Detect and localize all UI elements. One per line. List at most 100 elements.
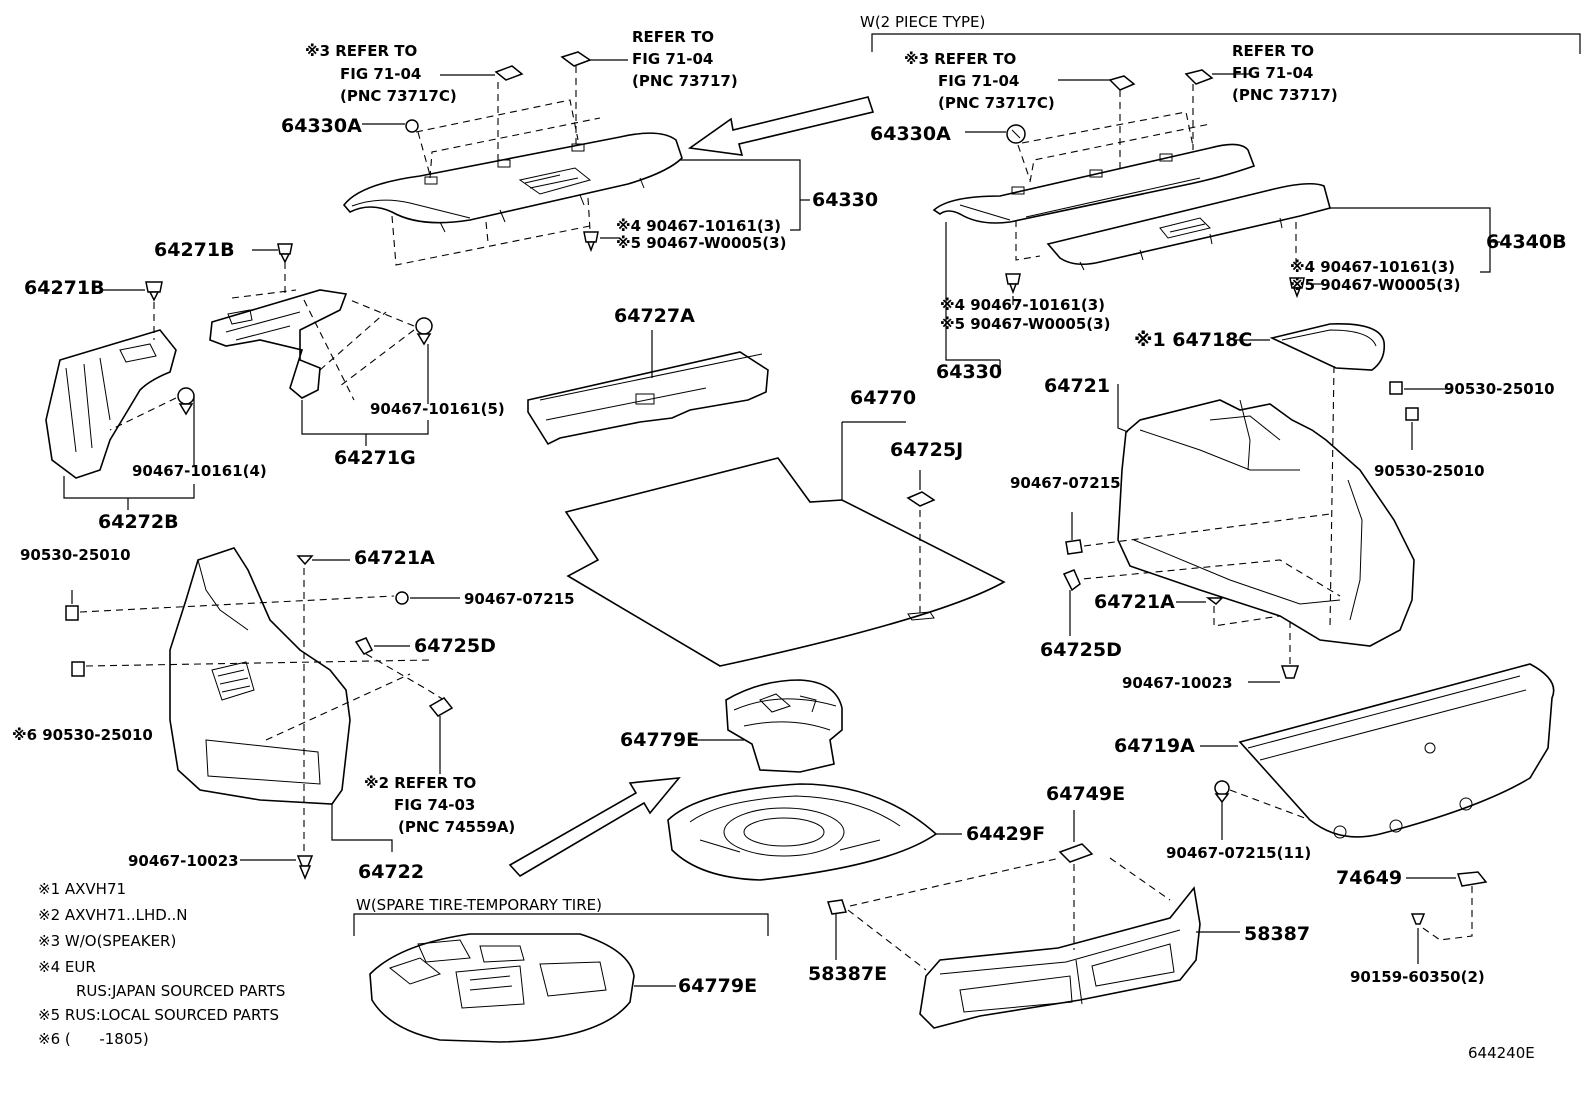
label-fig7403: FIG 74-03: [394, 796, 475, 814]
direction-arrow-upper: [687, 96, 875, 156]
label-64721: 64721: [1044, 375, 1110, 397]
part-58387-sill-plate: [919, 886, 1240, 1029]
part-64330-trim-cover-left: [342, 132, 683, 233]
label-90467-07215-right: 90467-07215: [1010, 474, 1121, 492]
label-64340B: 64340B: [1486, 231, 1567, 253]
part-64779E-spare-holder: [369, 933, 676, 1043]
clip-64271B-b: [252, 243, 293, 298]
note-3: ※3 W/O(SPEAKER): [38, 932, 176, 950]
label-90530-25010-r1: 90530-25010: [1444, 380, 1555, 398]
note-4: ※4 EUR: [38, 958, 96, 976]
label-64722: 64722: [358, 861, 424, 883]
leader-64330-left: [680, 159, 801, 231]
label-s5-left: ※5 90467-W0005(3): [616, 234, 786, 252]
part-64272B-quarter-trim: [45, 329, 177, 479]
note-5: ※5 RUS:LOCAL SOURCED PARTS: [38, 1006, 279, 1024]
label-64271B-a: 64271B: [24, 277, 105, 299]
part-64779E-tire-holder: [694, 679, 843, 773]
part-64429F-tire-tray: [667, 783, 962, 881]
label-64330-right: 64330: [936, 361, 1002, 383]
label-58387E: 58387E: [808, 963, 887, 985]
screw-90467-10161-right-b: [1289, 277, 1322, 299]
label-s5-right: ※5 90467-W0005(3): [1290, 276, 1460, 294]
clip-64330A-right: [965, 124, 1026, 144]
label-64721A-right: 64721A: [1094, 591, 1175, 613]
screw-90467-10161-right-a: [1005, 273, 1021, 305]
label-90467-10161-4: 90467-10161(4): [132, 462, 267, 480]
clip-64725J: [906, 470, 936, 621]
label-64330A-right: 64330A: [870, 123, 951, 145]
note-4b: RUS:JAPAN SOURCED PARTS: [76, 982, 285, 1000]
label-90467-10023-right: 90467-10023: [1122, 674, 1233, 692]
note-6: ※6 ( -1805): [38, 1030, 149, 1048]
label-58387: 58387: [1244, 923, 1310, 945]
w-spare-tire-label: W(SPARE TIRE-TEMPORARY TIRE): [356, 896, 602, 914]
direction-arrow-lower: [508, 777, 681, 878]
label-pnc74559a: (PNC 74559A): [398, 818, 515, 836]
label-refer3-c: ※3 REFER TO: [904, 50, 1016, 68]
leader-64722: [331, 804, 393, 852]
leader-64330-right: [945, 222, 1000, 361]
part-64718C-cover: [1234, 323, 1386, 371]
leader-64271G: [301, 400, 429, 435]
part-64770-floor-mat: [564, 421, 1006, 667]
label-64779E-b: 64779E: [678, 975, 757, 997]
label-64725D-right: 64725D: [1040, 639, 1122, 661]
clip-90467-10161-b: [231, 289, 433, 404]
label-refer-d: REFER TO: [1232, 42, 1314, 60]
label-s4-left: ※4 90467-10161(3): [616, 217, 781, 235]
w2-piece-bracket: [871, 33, 1581, 54]
clip-73717-right: [1184, 69, 1250, 85]
leader-64272B: [63, 476, 195, 499]
w2-piece-type-label: W(2 PIECE TYPE): [860, 13, 985, 31]
part-64722-quarter-panel-left: [169, 547, 351, 805]
screw-90467-10161-left: [583, 231, 620, 253]
speaker-clip-73717C-right: [1058, 75, 1136, 91]
clip-90467-10161-a: [109, 387, 195, 466]
label-s1-64718C: ※1 64718C: [1134, 329, 1252, 351]
part-64340B-trim-lower-right: [1046, 182, 1331, 271]
label-pnc73717c-a: (PNC 73717C): [340, 87, 457, 105]
label-refer2: ※2 REFER TO: [364, 774, 476, 792]
label-64271B-b: 64271B: [154, 239, 235, 261]
dashed-leaders-right: [1015, 84, 1297, 268]
label-fig7104-a: FIG 71-04: [340, 65, 421, 83]
clip-64330A-left: [362, 119, 419, 133]
label-64725D-left: 64725D: [414, 635, 496, 657]
speaker-clip-73717C-left: [440, 65, 524, 81]
label-90467-10161-5: 90467-10161(5): [370, 400, 505, 418]
label-64721A-left: 64721A: [354, 547, 435, 569]
label-90467-07215-11: 90467-07215(11): [1166, 844, 1311, 862]
fasteners-right-quarter: [1062, 365, 1446, 683]
label-s5-center: ※5 90467-W0005(3): [940, 315, 1110, 333]
diagram-id: 644240E: [1468, 1044, 1535, 1062]
label-fig7104-b: FIG 71-04: [632, 50, 713, 68]
part-64727A-deck-board: [527, 330, 769, 446]
label-64330-left: 64330: [812, 189, 878, 211]
label-64330A-left: 64330A: [281, 115, 362, 137]
label-refer-b: REFER TO: [632, 28, 714, 46]
label-fig7104-c: FIG 71-04: [938, 72, 1019, 90]
label-64749E: 64749E: [1046, 783, 1125, 805]
part-64719A-lid-trim: [1200, 663, 1555, 839]
label-64272B: 64272B: [98, 511, 179, 533]
notes-legend: ※1 AXVH71 ※2 AXVH71..LHD..N ※3 W/O(SPEAK…: [38, 880, 285, 1048]
clip-64271B-a: [100, 281, 163, 340]
label-64779E-a: 64779E: [620, 729, 699, 751]
label-90467-07215-left: 90467-07215: [464, 590, 575, 608]
label-74649: 74649: [1336, 867, 1402, 889]
clip-73717-left: [560, 51, 628, 67]
label-64429F: 64429F: [966, 823, 1045, 845]
label-90530-25010-r2: 90530-25010: [1374, 462, 1485, 480]
fasteners-lid: [1214, 780, 1488, 964]
dashed-leaders-64330-left: [391, 66, 601, 266]
label-s4-right: ※4 90467-10161(3): [1290, 258, 1455, 276]
label-pnc73717-b: (PNC 73717): [632, 72, 738, 90]
label-90467-10023-left: 90467-10023: [128, 852, 239, 870]
label-pnc73717-d: (PNC 73717): [1232, 86, 1338, 104]
label-s6-90530-25010: ※6 90530-25010: [12, 726, 153, 744]
label-64725J: 64725J: [890, 439, 963, 461]
note-1: ※1 AXVH71: [38, 880, 126, 898]
label-64770: 64770: [850, 387, 916, 409]
